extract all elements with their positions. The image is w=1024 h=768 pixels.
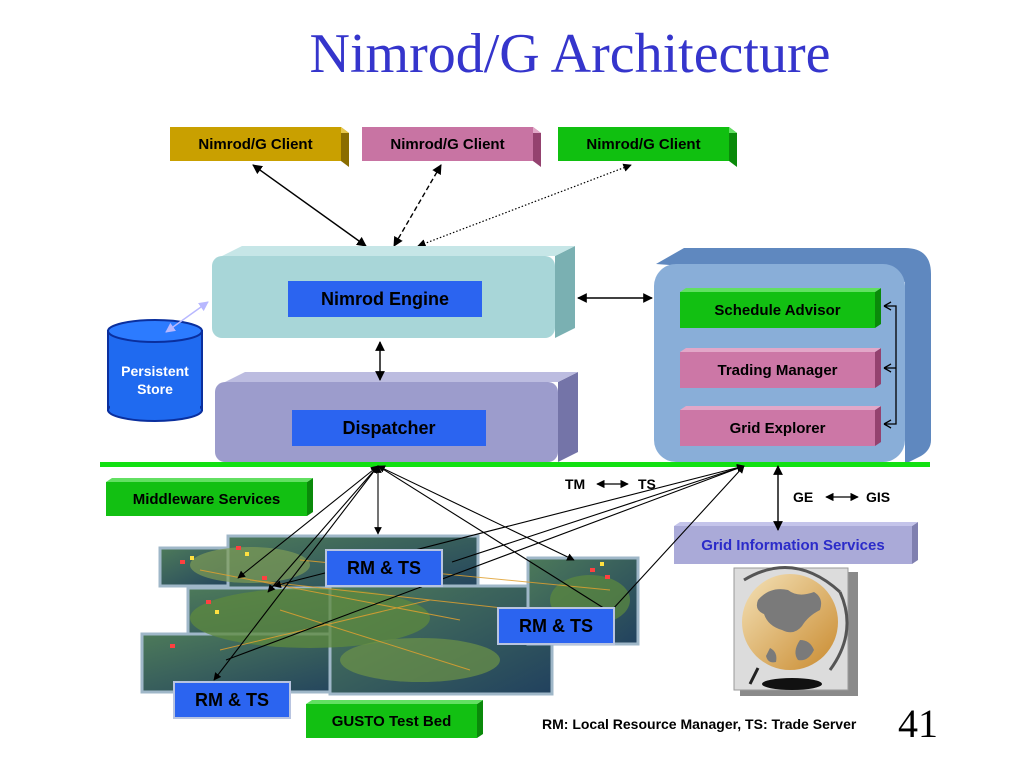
ge-label: GE: [793, 489, 814, 505]
client-label-1: Nimrod/G Client: [198, 135, 313, 153]
persistent-store-line-1: Persistent: [121, 363, 189, 379]
gis-label: Grid Information Services: [701, 536, 885, 554]
rm-ts-label-3: RM & TS: [195, 689, 269, 710]
trading-manager-label: Trading Manager: [717, 361, 838, 379]
rm-ts-box-2: [497, 607, 615, 645]
middleware-label: Middleware Services: [132, 490, 281, 508]
separator-line: [100, 462, 930, 467]
rm-ts-box-3: [173, 681, 291, 719]
tm-label: TM: [565, 476, 586, 492]
globe-image: [733, 566, 858, 696]
rm-ts-label-1: RM & TS: [347, 557, 421, 578]
client-box-3: [558, 127, 737, 167]
testbed-box: [306, 700, 483, 738]
ts-label: TS: [638, 476, 656, 492]
schedule-advisor-box: [680, 288, 881, 328]
page-number: 41: [898, 701, 938, 746]
testbed-label: GUSTO Test Bed: [331, 712, 452, 730]
arrow-client1-engine: [252, 164, 367, 247]
persistent-store-line-2: Store: [137, 381, 173, 397]
grid-explorer-box: [680, 406, 881, 446]
arrow-client3-engine: [417, 163, 632, 248]
testbed-arrows: [213, 463, 745, 681]
grid-explorer-label: Grid Explorer: [729, 419, 826, 437]
arrow-store-engine: [165, 301, 209, 333]
footnote: RM: Local Resource Manager, TS: Trade Se…: [542, 716, 857, 732]
rm-ts-label-2: RM & TS: [519, 615, 593, 636]
gis-short-label: GIS: [866, 489, 891, 505]
trading-manager-box: [680, 348, 881, 388]
client-box-2: [362, 127, 541, 167]
client-label-2: Nimrod/G Client: [390, 135, 505, 153]
persistent-store-label: Persistent Store: [110, 360, 200, 400]
broker-internal-arrows: [883, 301, 897, 429]
slide-title: Nimrod/G Architecture: [309, 23, 831, 85]
rm-ts-box-1: [325, 549, 443, 587]
client-box-1: [170, 127, 349, 167]
client-label-3: Nimrod/G Client: [586, 135, 701, 153]
schedule-advisor-label: Schedule Advisor: [714, 301, 841, 319]
dispatcher-label: Dispatcher: [292, 410, 486, 446]
engine-label: Nimrod Engine: [288, 281, 482, 317]
arrow-client2-engine: [393, 164, 442, 247]
